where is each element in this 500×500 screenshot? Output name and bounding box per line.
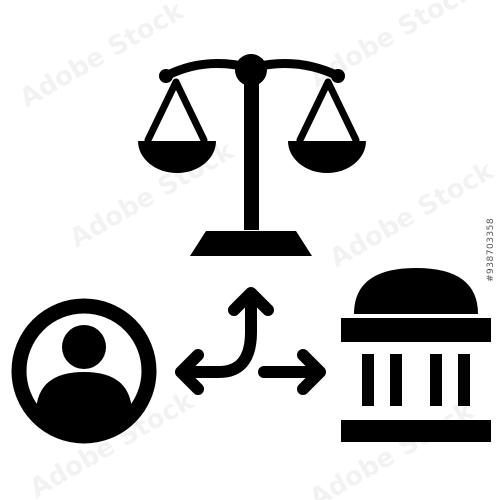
three-way-split-arrow-icon (175, 287, 326, 395)
scales-of-justice-icon (138, 54, 366, 256)
domed-government-building-icon (341, 268, 491, 442)
user-avatar-icon (11, 298, 157, 444)
